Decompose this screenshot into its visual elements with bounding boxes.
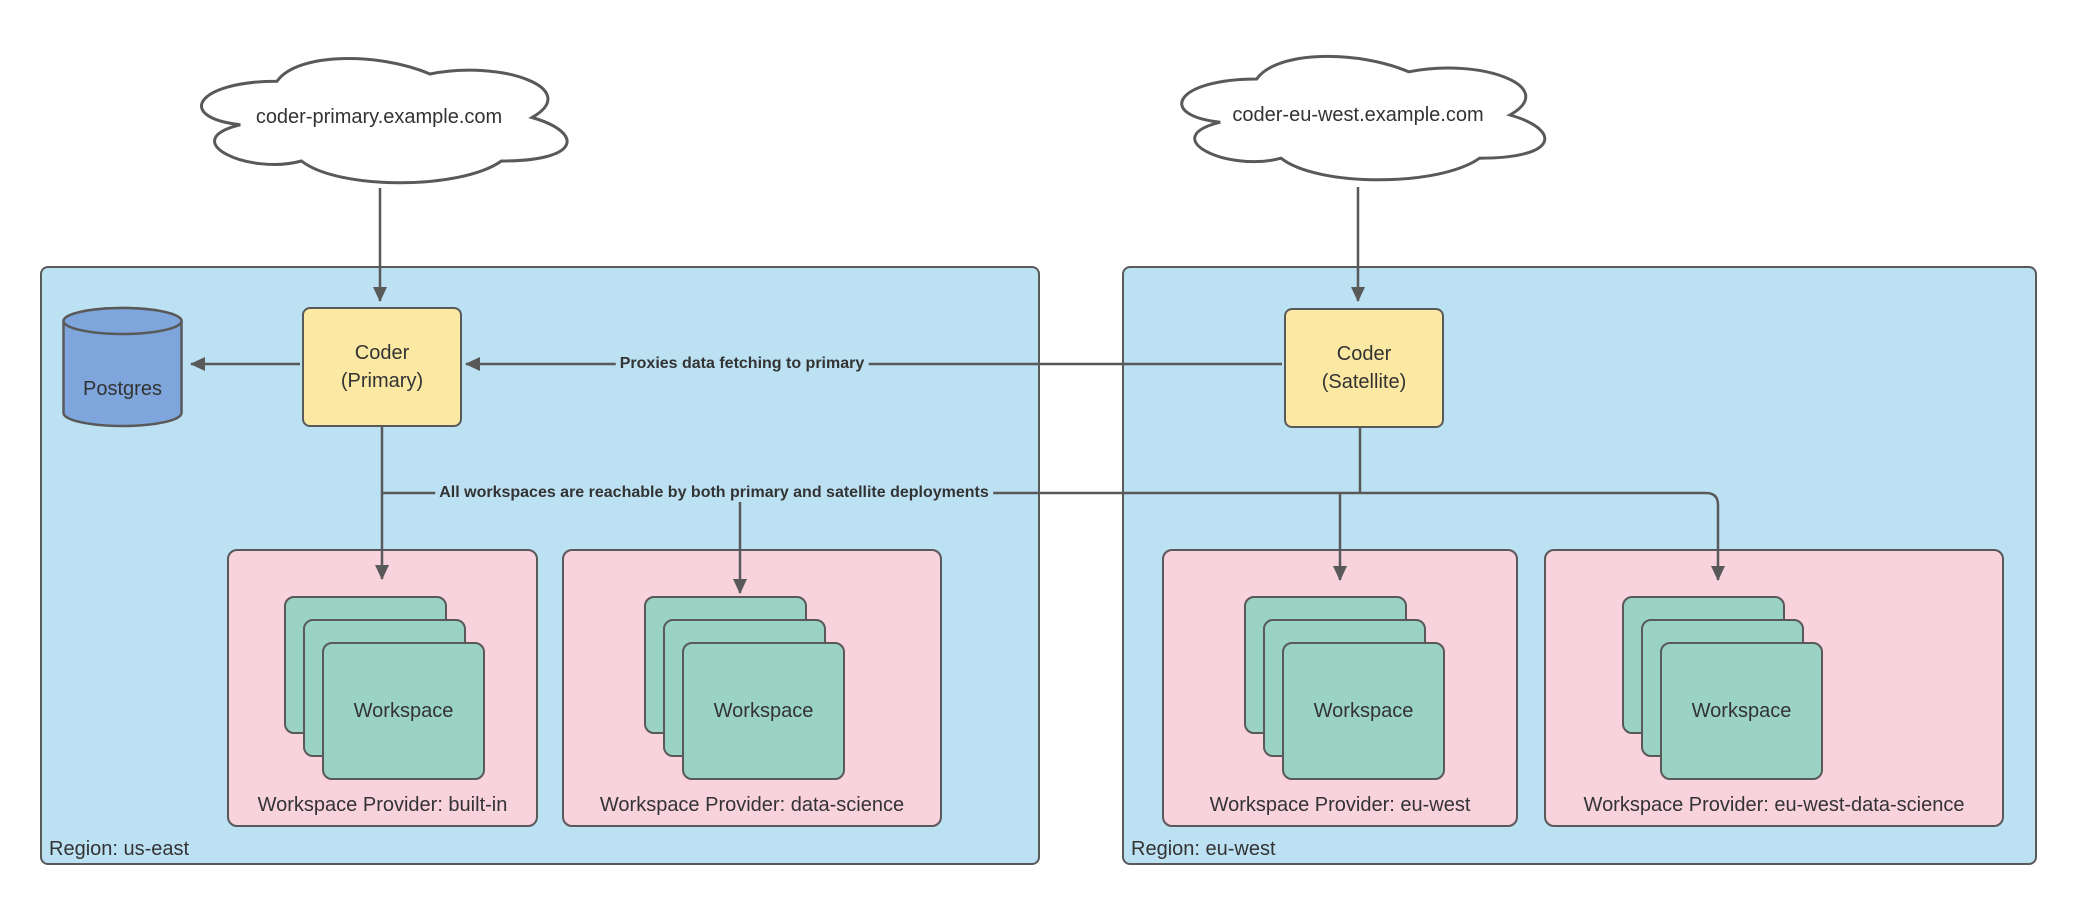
coder-satellite-label-line1: Coder — [1336, 343, 1392, 365]
postgres-label: Postgres — [83, 377, 162, 400]
provider-built-in: Workspace Workspace Provider: built-in — [227, 549, 538, 827]
dns-cloud-primary: coder-primary.example.com — [175, 45, 583, 190]
region-us-east-label: Region: us-east — [49, 838, 190, 860]
dns-cloud-eu-west: coder-eu-west.example.com — [1153, 43, 1563, 187]
region-us-east: Postgres Coder (Primary) Workspace Works… — [40, 266, 1040, 865]
region-eu-west-label: Region: eu-west — [1131, 838, 1276, 860]
cloud-shape — [1180, 55, 1547, 182]
provider-built-in-label: Workspace Provider: built-in — [257, 794, 508, 816]
workspaces-edge-label: All workspaces are reachable by both pri… — [435, 484, 993, 502]
workspace-stack: Workspace — [284, 596, 485, 780]
cylinder-shape — [62, 306, 183, 428]
provider-eu-west-label: Workspace Provider: eu-west — [1209, 794, 1471, 816]
coder-primary-label-line1: Coder — [354, 342, 410, 364]
provider-data-science-label: Workspace Provider: data-science — [599, 794, 905, 816]
dns-cloud-primary-label: coder-primary.example.com — [255, 106, 503, 128]
coder-primary-label-line2: (Primary) — [340, 370, 424, 392]
workspace-stack: Workspace — [1622, 596, 1823, 780]
workspace-card-front: Workspace — [682, 642, 845, 780]
dns-cloud-eu-west-label: coder-eu-west.example.com — [1232, 103, 1484, 126]
workspace-card-front: Workspace — [1660, 642, 1823, 780]
cloud-shape — [200, 57, 569, 185]
workspace-stack: Workspace — [1244, 596, 1445, 780]
workspace-stack: Workspace — [644, 596, 845, 780]
region-eu-west: Coder (Satellite) Workspace Workspace Pr… — [1122, 266, 2037, 865]
coder-satellite-node: Coder (Satellite) — [1284, 308, 1444, 428]
coder-primary-node: Coder (Primary) — [302, 307, 462, 427]
provider-data-science: Workspace Workspace Provider: data-scien… — [562, 549, 942, 827]
provider-eu-west: Workspace Workspace Provider: eu-west — [1162, 549, 1518, 827]
provider-eu-west-data-science: Workspace Workspace Provider: eu-west-da… — [1544, 549, 2004, 827]
workspace-card-front: Workspace — [322, 642, 485, 780]
proxy-edge-label: Proxies data fetching to primary — [615, 355, 869, 373]
coder-satellite-label-line2: (Satellite) — [1321, 371, 1407, 393]
workspace-card-front: Workspace — [1282, 642, 1445, 780]
provider-eu-west-data-science-label: Workspace Provider: eu-west-data-science — [1583, 794, 1965, 816]
postgres-database: Postgres — [61, 305, 184, 429]
